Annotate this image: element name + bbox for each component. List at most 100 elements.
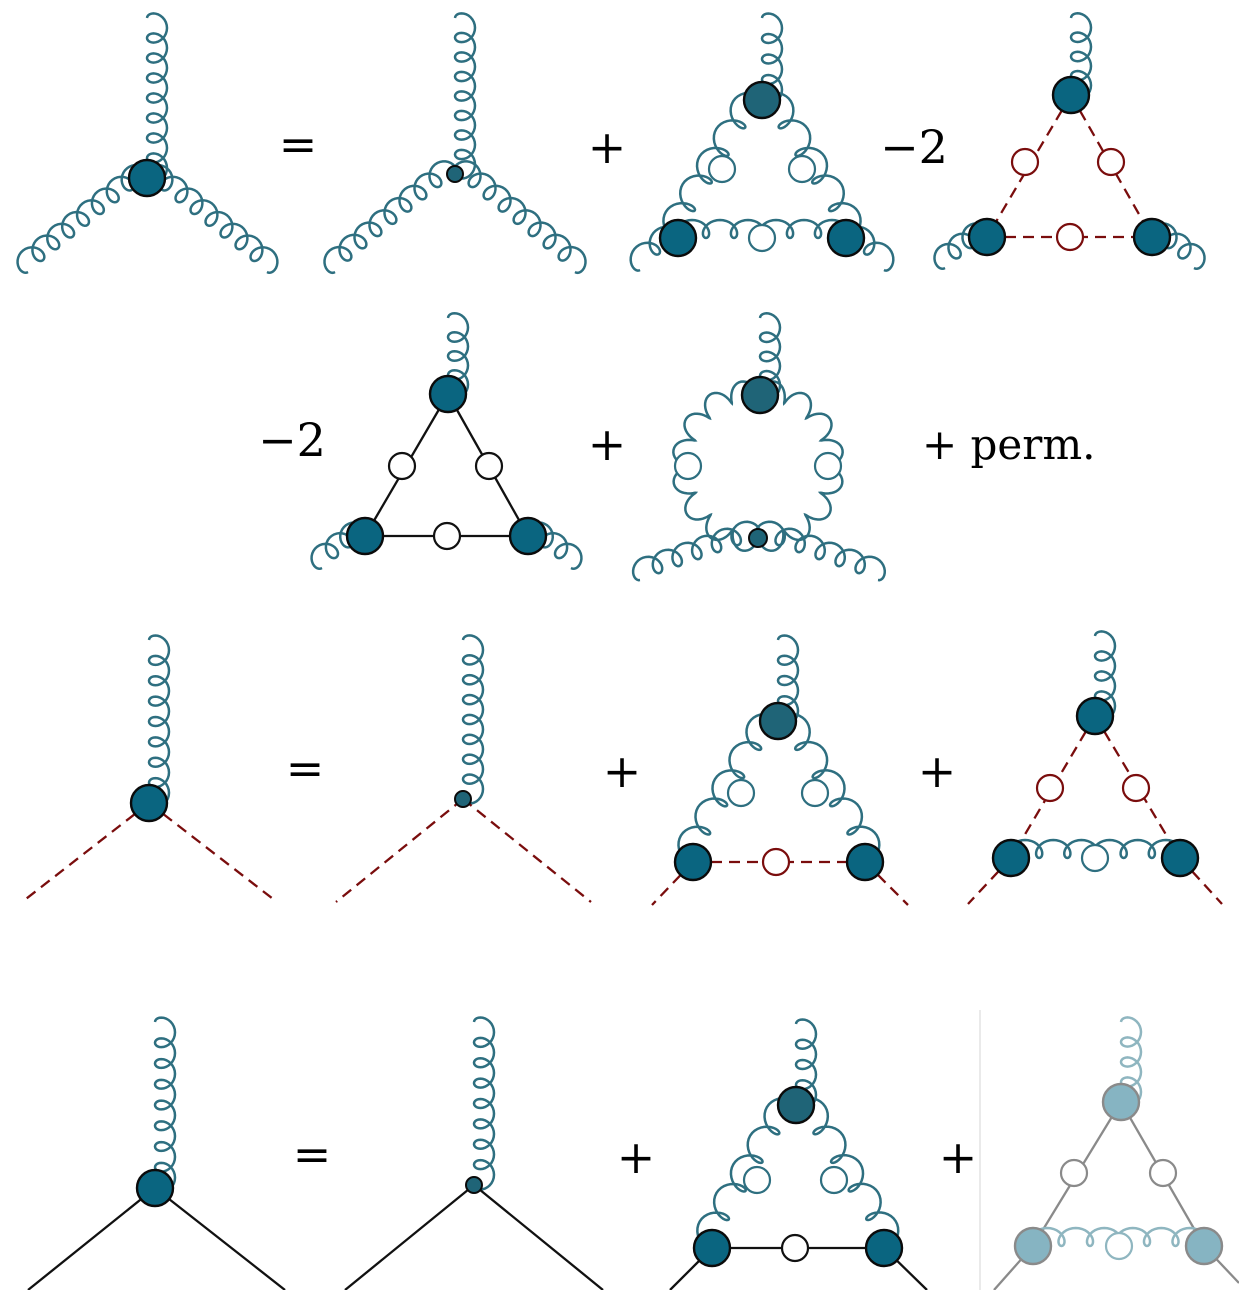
ghost-propagator [21,802,150,903]
full-three-gluon-vertex [658,218,698,258]
dressed-ghost-propagator [1035,773,1065,803]
dressed-gluon-propagator [726,778,756,808]
external-gluon-leg [153,1016,177,1194]
plus-sign-eq1-a: + [588,120,627,174]
external-gluon-leg [794,1018,818,1111]
full-quark-gluon-vertex [428,374,468,414]
full-ghost-gluon-vertex [1075,696,1115,736]
dressed-quark-propagator [387,451,417,481]
full-three-gluon-vertex [776,1085,816,1125]
external-gluon-leg [472,1016,496,1191]
quark-propagator [154,1187,286,1290]
dressed-gluon-propagator [742,1165,772,1195]
dressed-gluon-propagator [707,154,737,184]
external-gluon-leg [323,160,458,275]
external-gluon-leg [1093,630,1117,722]
bare-three-gluon-vertex [446,165,464,183]
minus-two-coefficient-eq1-a: −2 [880,120,948,174]
external-gluon-leg [453,12,477,180]
dressed-ghost-propagator [1010,147,1040,177]
plus-sign-eq3-b: + [939,1130,978,1184]
full-ghost-gluon-vertex [967,217,1007,257]
full-quark-gluon-vertex [135,1168,175,1208]
full-three-gluon-vertex [758,701,798,741]
external-gluon-leg [1069,12,1093,101]
external-gluon-leg [144,163,279,275]
plus-sign-eq2-b: + [918,744,957,798]
quark-propagator [473,1184,604,1290]
full-quark-gluon-vertex [864,1228,904,1268]
ghost-propagator [148,802,278,903]
dressed-gluon-propagator [1104,1231,1134,1261]
ghost-propagator [462,798,592,903]
dressed-gluon-propagator [787,154,817,184]
external-gluon-leg [461,634,485,805]
dressed-ghost-propagator [761,847,791,877]
full-ghost-gluon-vertex [673,842,713,882]
loop-gluon-propagator [776,712,881,864]
full-quark-gluon-vertex [508,516,548,556]
dressed-gluon-propagator [800,778,830,808]
dressed-quark-propagator [474,451,504,481]
external-gluon-leg [525,521,583,571]
external-gluon-leg [145,12,169,184]
dressed-ghost-propagator [1096,147,1126,177]
external-gluon-leg [147,634,171,809]
loop-gluon-propagator [677,712,780,864]
external-gluon-leg [16,163,150,275]
dressed-gluon-propagator [673,451,703,481]
dressed-quark-propagator [1148,1158,1178,1188]
external-gluon-leg [933,222,990,271]
loop-gluon-propagator [662,91,764,240]
full-quark-gluon-vertex [1101,1082,1141,1122]
external-gluon-leg [776,634,800,727]
full-three-gluon-vertex [740,375,780,415]
ghost-propagator [335,798,464,903]
external-gluon-leg [452,160,587,275]
external-gluon-leg [1149,222,1206,271]
quark-propagator [27,1187,156,1290]
plus-sign-eq2-a: + [603,744,642,798]
full-ghost-gluon-vertex [991,838,1031,878]
full-ghost-gluon-vertex [1160,838,1200,878]
loop-gluon-propagator [794,1096,900,1250]
loop-gluon-propagator [696,1096,798,1250]
full-three-gluon-vertex [127,158,167,198]
permutations-label: + perm. [922,420,1096,469]
propagator-lines [16,12,1239,1290]
plus-sign-eq3-a: + [617,1130,656,1184]
full-quark-gluon-vertex [345,516,385,556]
external-gluon-leg [310,521,368,571]
dressed-ghost-propagator [1055,222,1085,252]
equals-sign-eq1: = [279,117,318,171]
bare-four-gluon-vertex [748,528,768,548]
dressed-gluon-propagator [747,223,777,253]
dressed-quark-propagator [1059,1158,1089,1188]
equals-sign-eq3: = [293,1127,332,1181]
dressed-ghost-propagator [1121,773,1151,803]
vertex-blobs [127,75,1224,1268]
external-gluon-leg [446,311,470,401]
full-ghost-gluon-vertex [845,842,885,882]
bare-quark-gluon-vertex [465,1176,483,1194]
loop-gluon-propagator [760,91,862,240]
full-ghost-gluon-vertex [1051,75,1091,115]
full-ghost-gluon-vertex [129,783,169,823]
full-quark-gluon-vertex [1013,1226,1053,1266]
equals-sign-eq2: = [286,741,325,795]
full-three-gluon-vertex [742,80,782,120]
full-three-gluon-vertex [826,218,866,258]
full-ghost-gluon-vertex [1132,217,1172,257]
dressed-gluon-propagator [819,1165,849,1195]
quark-propagator [344,1184,475,1290]
dressed-quark-propagator [780,1233,810,1263]
dressed-quark-propagator [432,521,462,551]
plus-sign-eq1-b: + [588,417,627,471]
dressed-gluon-propagator [813,451,843,481]
full-quark-gluon-vertex [1184,1226,1224,1266]
external-gluon-leg [760,12,784,106]
bare-ghost-gluon-vertex [454,790,472,808]
external-gluon-leg [754,520,887,582]
minus-two-coefficient-eq1-b: −2 [258,413,326,467]
